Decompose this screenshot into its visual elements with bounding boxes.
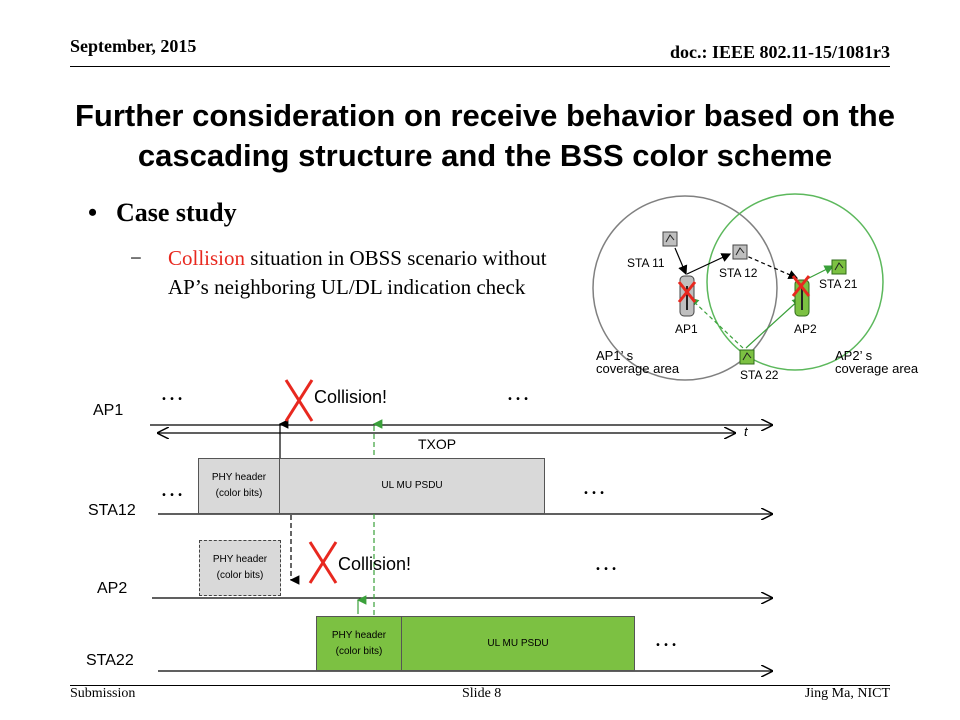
txop-label: TXOP [418,436,457,452]
sta21-icon [831,259,847,275]
ap2-collision-mark [791,275,811,297]
bullet-case-study: • Case study [88,198,237,228]
ap1-coverage-circle [592,195,778,381]
link-ap1-sta12 [686,253,732,275]
sta12-label: STA 12 [719,266,758,280]
time-axis-label: t [744,424,748,439]
ap1-collision-mark [677,281,697,303]
ellipsis-sta12-right: … [582,474,608,500]
network-topology-diagram: STA 11 STA 12 STA 21 STA 22 AP1 AP2 AP1’… [592,193,919,382]
phy-header-line1: PHY header [212,554,268,565]
row-label-ap1: AP1 [93,402,124,419]
footer-submission: Submission [70,686,136,701]
ap2-coverage-circle [706,193,884,371]
link-ap2-sta21 [804,265,835,281]
row-label-sta22: STA22 [86,652,134,669]
ap2-phy-header-dashed: PHY header (color bits) [199,540,281,596]
sta11-icon [662,231,678,247]
sta22-ul-mu-psdu: UL MU PSDU [401,616,635,671]
phy-header-line2: (color bits) [335,645,383,657]
ap2-coverage-label-line2: coverage area [835,361,919,376]
ellipsis-ap1-right: … [506,380,532,406]
sta21-label: STA 21 [819,277,858,291]
ap1-label: AP1 [675,322,698,336]
ellipsis-sta22-right: … [654,626,680,652]
sub-bullet-dash: − [130,246,142,270]
ellipsis-ap2-right: … [594,550,620,576]
footer-author: Jing Ma, NICT [804,686,890,701]
ap2-label: AP2 [794,322,817,336]
psdu-label: UL MU PSDU [381,480,443,491]
ap2-coverage-label-line1: AP2’ s [835,348,873,363]
sta22-phy-header: PHY header (color bits) [316,616,402,671]
phy-header-line1: PHY header [211,472,267,483]
sta12-phy-header: PHY header (color bits) [198,458,280,514]
header-doc-id: doc.: IEEE 802.11-15/1081r3 [669,42,890,62]
phy-header-line1: PHY header [331,629,387,641]
ap1-coverage-label-line1: AP1’ s [596,348,634,363]
footer-slide-number: Slide 8 [462,686,502,701]
ap1-collision-x [284,379,314,422]
ap2-collision-x [308,541,338,584]
link-sta22-ap1-dashed [689,297,744,349]
sta22-icon [739,349,755,365]
sub-bullet: − Collision situation in OBSS scenario w… [130,244,562,302]
sub-bullet-text: Collision situation in OBSS scenario wit… [132,244,562,302]
link-sta11-ap1 [674,247,688,276]
sub-bullet-rest: situation in OBSS scenario without AP’s … [168,246,547,299]
collision-label-ap1: Collision! [314,387,388,407]
ellipsis-ap1-left: … [160,380,186,406]
sta12-icon [732,244,748,260]
footer-rule [70,685,890,686]
sta12-ul-mu-psdu: UL MU PSDU [279,458,545,514]
row-label-sta12: STA12 [88,502,136,519]
phy-header-line2: (color bits) [216,570,264,581]
row-label-ap2: AP2 [97,580,128,597]
link-sta22-ap2 [745,297,802,349]
psdu-label: UL MU PSDU [487,637,549,649]
sta22-label: STA 22 [740,368,779,382]
phy-header-line2: (color bits) [215,488,263,499]
header-date: September, 2015 [70,36,197,56]
header-rule [70,66,890,67]
ellipsis-sta12-left: … [160,476,186,502]
link-sta12-ap2-dashed [741,253,799,280]
ap1-coverage-label-line2: coverage area [596,361,680,376]
bullet-text: Case study [116,198,237,227]
collision-label-ap2: Collision! [338,554,412,574]
bullet-marker: • [88,198,98,227]
collision-highlight: Collision [168,246,246,270]
slide-title: Further consideration on receive behavio… [75,98,895,173]
sta11-label: STA 11 [627,256,665,270]
